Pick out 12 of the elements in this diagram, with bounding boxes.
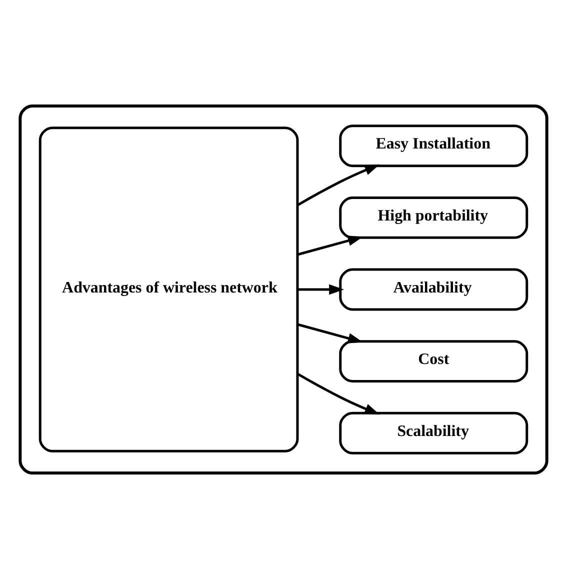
arrow <box>298 284 344 295</box>
arrow <box>297 164 380 206</box>
arrow <box>297 372 380 415</box>
node-box: Easy Installation <box>339 124 528 168</box>
cluster <box>18 104 548 475</box>
node-box: Availability <box>339 268 528 311</box>
node-box: Scalability <box>339 412 528 454</box>
node-box: Advantages of wireless network <box>38 126 299 452</box>
arrow <box>297 236 363 256</box>
node-box: Cost <box>339 340 528 383</box>
arrow <box>297 323 363 344</box>
node-box: High portability <box>339 196 528 239</box>
